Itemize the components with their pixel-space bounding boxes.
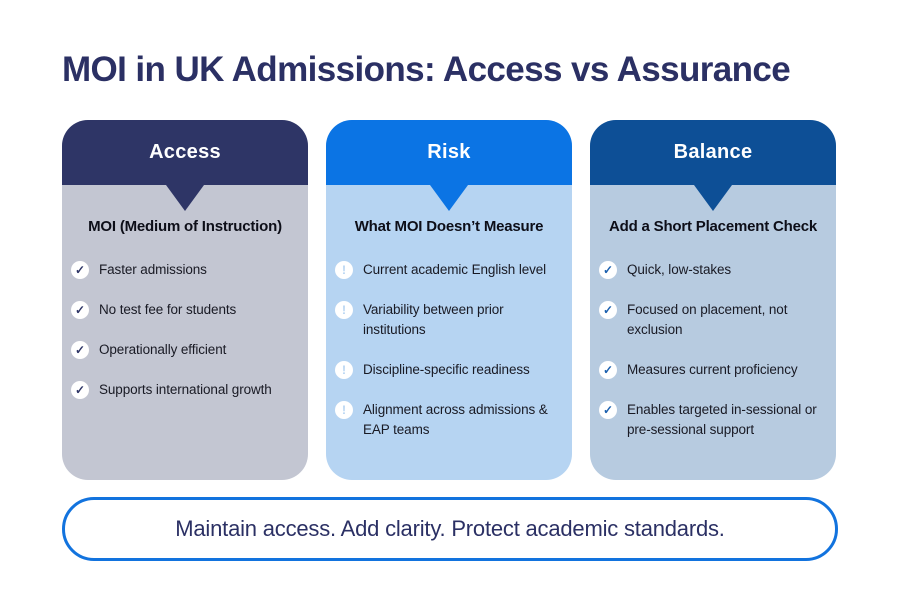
exclamation-icon: !	[335, 301, 353, 319]
list-item-label: Current academic English level	[363, 262, 547, 277]
card-risk: Risk What MOI Doesn’t Measure ! Current …	[326, 120, 572, 480]
card-access-pointer-shape	[166, 185, 204, 211]
card-access: Access MOI (Medium of Instruction) ✓ Fas…	[62, 120, 308, 480]
check-icon: ✓	[71, 381, 89, 399]
card-risk-header: Risk	[326, 120, 572, 185]
check-icon: ✓	[599, 401, 617, 419]
card-access-header-label: Access	[149, 141, 221, 163]
card-access-header: Access	[62, 120, 308, 185]
list-item: ! Discipline-specific readiness	[335, 360, 562, 380]
exclamation-icon: !	[335, 361, 353, 379]
card-balance-subtitle: Add a Short Placement Check	[609, 218, 817, 235]
footer-banner: Maintain access. Add clarity. Protect ac…	[62, 497, 838, 561]
list-item-label: Alignment across admissions & EAP teams	[363, 402, 548, 437]
card-balance: Balance Add a Short Placement Check ✓ Qu…	[590, 120, 836, 480]
card-balance-header: Balance	[590, 120, 836, 185]
card-risk-subtitle: What MOI Doesn’t Measure	[354, 218, 544, 235]
columns-row: Access MOI (Medium of Instruction) ✓ Fas…	[62, 120, 838, 480]
check-icon: ✓	[71, 261, 89, 279]
check-icon: ✓	[599, 261, 617, 279]
list-item: ✓ Supports international growth	[71, 380, 298, 400]
exclamation-icon: !	[335, 261, 353, 279]
check-icon: ✓	[599, 361, 617, 379]
page-title: MOI in UK Admissions: Access vs Assuranc…	[62, 50, 791, 89]
check-icon: ✓	[71, 301, 89, 319]
list-item: ✓ No test fee for students	[71, 300, 298, 320]
exclamation-icon: !	[335, 401, 353, 419]
card-balance-item-list: ✓ Quick, low-stakes ✓ Focused on placeme…	[590, 260, 836, 440]
list-item-label: Quick, low-stakes	[627, 262, 732, 277]
list-item: ✓ Focused on placement, not exclusion	[599, 300, 826, 340]
list-item-label: Operationally efficient	[99, 342, 227, 357]
card-risk-header-label: Risk	[427, 141, 471, 163]
card-risk-pointer-shape	[430, 185, 468, 211]
card-access-subtitle: MOI (Medium of Instruction)	[88, 218, 282, 235]
list-item: ✓ Operationally efficient	[71, 340, 298, 360]
list-item: ! Current academic English level	[335, 260, 562, 280]
list-item-label: No test fee for students	[99, 302, 237, 317]
list-item-label: Focused on placement, not exclusion	[627, 302, 788, 337]
list-item: ✓ Measures current proficiency	[599, 360, 826, 380]
list-item: ✓ Enables targeted in-sessional or pre-s…	[599, 400, 826, 440]
footer-message: Maintain access. Add clarity. Protect ac…	[175, 516, 725, 541]
list-item-label: Measures current proficiency	[627, 362, 798, 377]
card-access-item-list: ✓ Faster admissions ✓ No test fee for st…	[62, 260, 308, 400]
list-item-label: Discipline-specific readiness	[363, 362, 530, 377]
check-icon: ✓	[599, 301, 617, 319]
card-balance-header-label: Balance	[673, 141, 753, 163]
card-balance-pointer-shape	[694, 185, 732, 211]
list-item-label: Enables targeted in-sessional or pre-ses…	[627, 402, 817, 437]
list-item: ! Alignment across admissions & EAP team…	[335, 400, 562, 440]
list-item: ! Variability between prior institutions	[335, 300, 562, 340]
list-item: ✓ Quick, low-stakes	[599, 260, 826, 280]
check-icon: ✓	[71, 341, 89, 359]
card-risk-item-list: ! Current academic English level ! Varia…	[326, 260, 572, 440]
list-item-label: Variability between prior institutions	[363, 302, 504, 337]
list-item-label: Faster admissions	[99, 262, 207, 277]
list-item-label: Supports international growth	[99, 382, 272, 397]
list-item: ✓ Faster admissions	[71, 260, 298, 280]
